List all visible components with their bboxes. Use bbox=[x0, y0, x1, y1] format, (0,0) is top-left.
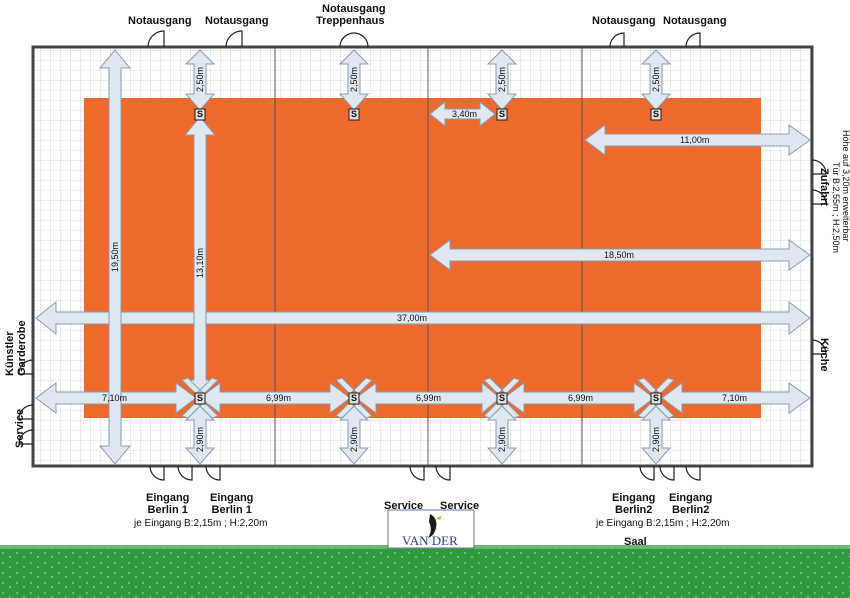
column-s: S bbox=[499, 109, 506, 119]
dim-bay: 7,10m bbox=[722, 393, 748, 403]
column-s: S bbox=[351, 393, 358, 403]
column-marker bbox=[194, 392, 206, 405]
exit-label: Notausgang bbox=[205, 15, 269, 27]
logo-text: VAN DER bbox=[402, 533, 458, 548]
service-label: Service bbox=[384, 500, 424, 512]
doors bbox=[18, 30, 827, 481]
column-marker bbox=[496, 392, 508, 405]
exit-label: Notausgang bbox=[663, 15, 727, 27]
dim-340: 3,40m bbox=[452, 109, 478, 119]
dim-top-clear: 2,50m bbox=[497, 66, 507, 92]
service-label: Service bbox=[440, 500, 480, 512]
exit-label: Notausgang bbox=[592, 15, 656, 27]
column-marker bbox=[650, 392, 662, 405]
dim-top-clear: 2,50m bbox=[349, 66, 359, 92]
column-s: S bbox=[197, 393, 204, 403]
exit-label: Notausgang bbox=[128, 15, 192, 27]
dim-1950: 19,50m bbox=[110, 241, 120, 272]
dim-bottom-clear: 2,90m bbox=[497, 426, 507, 452]
entrance-note: je Eingang B:2,15m ; H:2,20m bbox=[596, 518, 730, 529]
dimension-arrows bbox=[35, 49, 811, 465]
stairwell-label: Treppenhaus bbox=[316, 15, 385, 27]
column-s: S bbox=[197, 109, 204, 119]
dim-bottom-clear: 2,90m bbox=[195, 426, 205, 452]
saal-label: Saal bbox=[624, 536, 647, 548]
column-marker bbox=[496, 108, 508, 121]
bird-logo-icon bbox=[428, 514, 437, 538]
dim-1100: 11,00m bbox=[680, 135, 710, 145]
zufahrt-label: Zufahrt bbox=[818, 168, 830, 206]
entrance-note: je Eingang B:2,15m ; H:2,20m bbox=[134, 518, 268, 529]
column-markers bbox=[194, 108, 662, 405]
service-side-label: Service bbox=[14, 408, 26, 448]
dim-bay: 6,99m bbox=[568, 393, 594, 403]
column-marker bbox=[348, 392, 360, 405]
dim-bay: 6,99m bbox=[416, 393, 442, 403]
dim-bay: 6,99m bbox=[266, 393, 292, 403]
column-marker bbox=[348, 108, 360, 121]
height-note: Höhe auf 3,20m erweiterbar bbox=[841, 130, 850, 242]
dim-1310: 13,10m bbox=[195, 247, 205, 278]
dim-bottom-clear: 2,90m bbox=[349, 426, 359, 452]
exit-label: Notausgang bbox=[322, 3, 386, 15]
column-marker bbox=[650, 108, 662, 121]
column-s: S bbox=[499, 393, 506, 403]
grass-strip bbox=[0, 545, 850, 598]
dim-top-clear: 2,50m bbox=[195, 66, 205, 92]
column-s: S bbox=[351, 109, 358, 119]
dim-bottom-clear: 2,90m bbox=[651, 426, 661, 452]
kueche-label: Küche bbox=[818, 338, 830, 372]
door-size-note: Tür B:2,55m ; H:2,50m bbox=[831, 162, 841, 254]
dim-3700: 37,00m bbox=[397, 313, 428, 323]
column-marker bbox=[194, 108, 206, 121]
column-s: S bbox=[653, 109, 660, 119]
dim-top-clear: 2,50m bbox=[651, 66, 661, 92]
column-s: S bbox=[653, 393, 660, 403]
dim-bay: 7,10m bbox=[102, 393, 128, 403]
dim-1850: 18,50m bbox=[604, 250, 635, 260]
